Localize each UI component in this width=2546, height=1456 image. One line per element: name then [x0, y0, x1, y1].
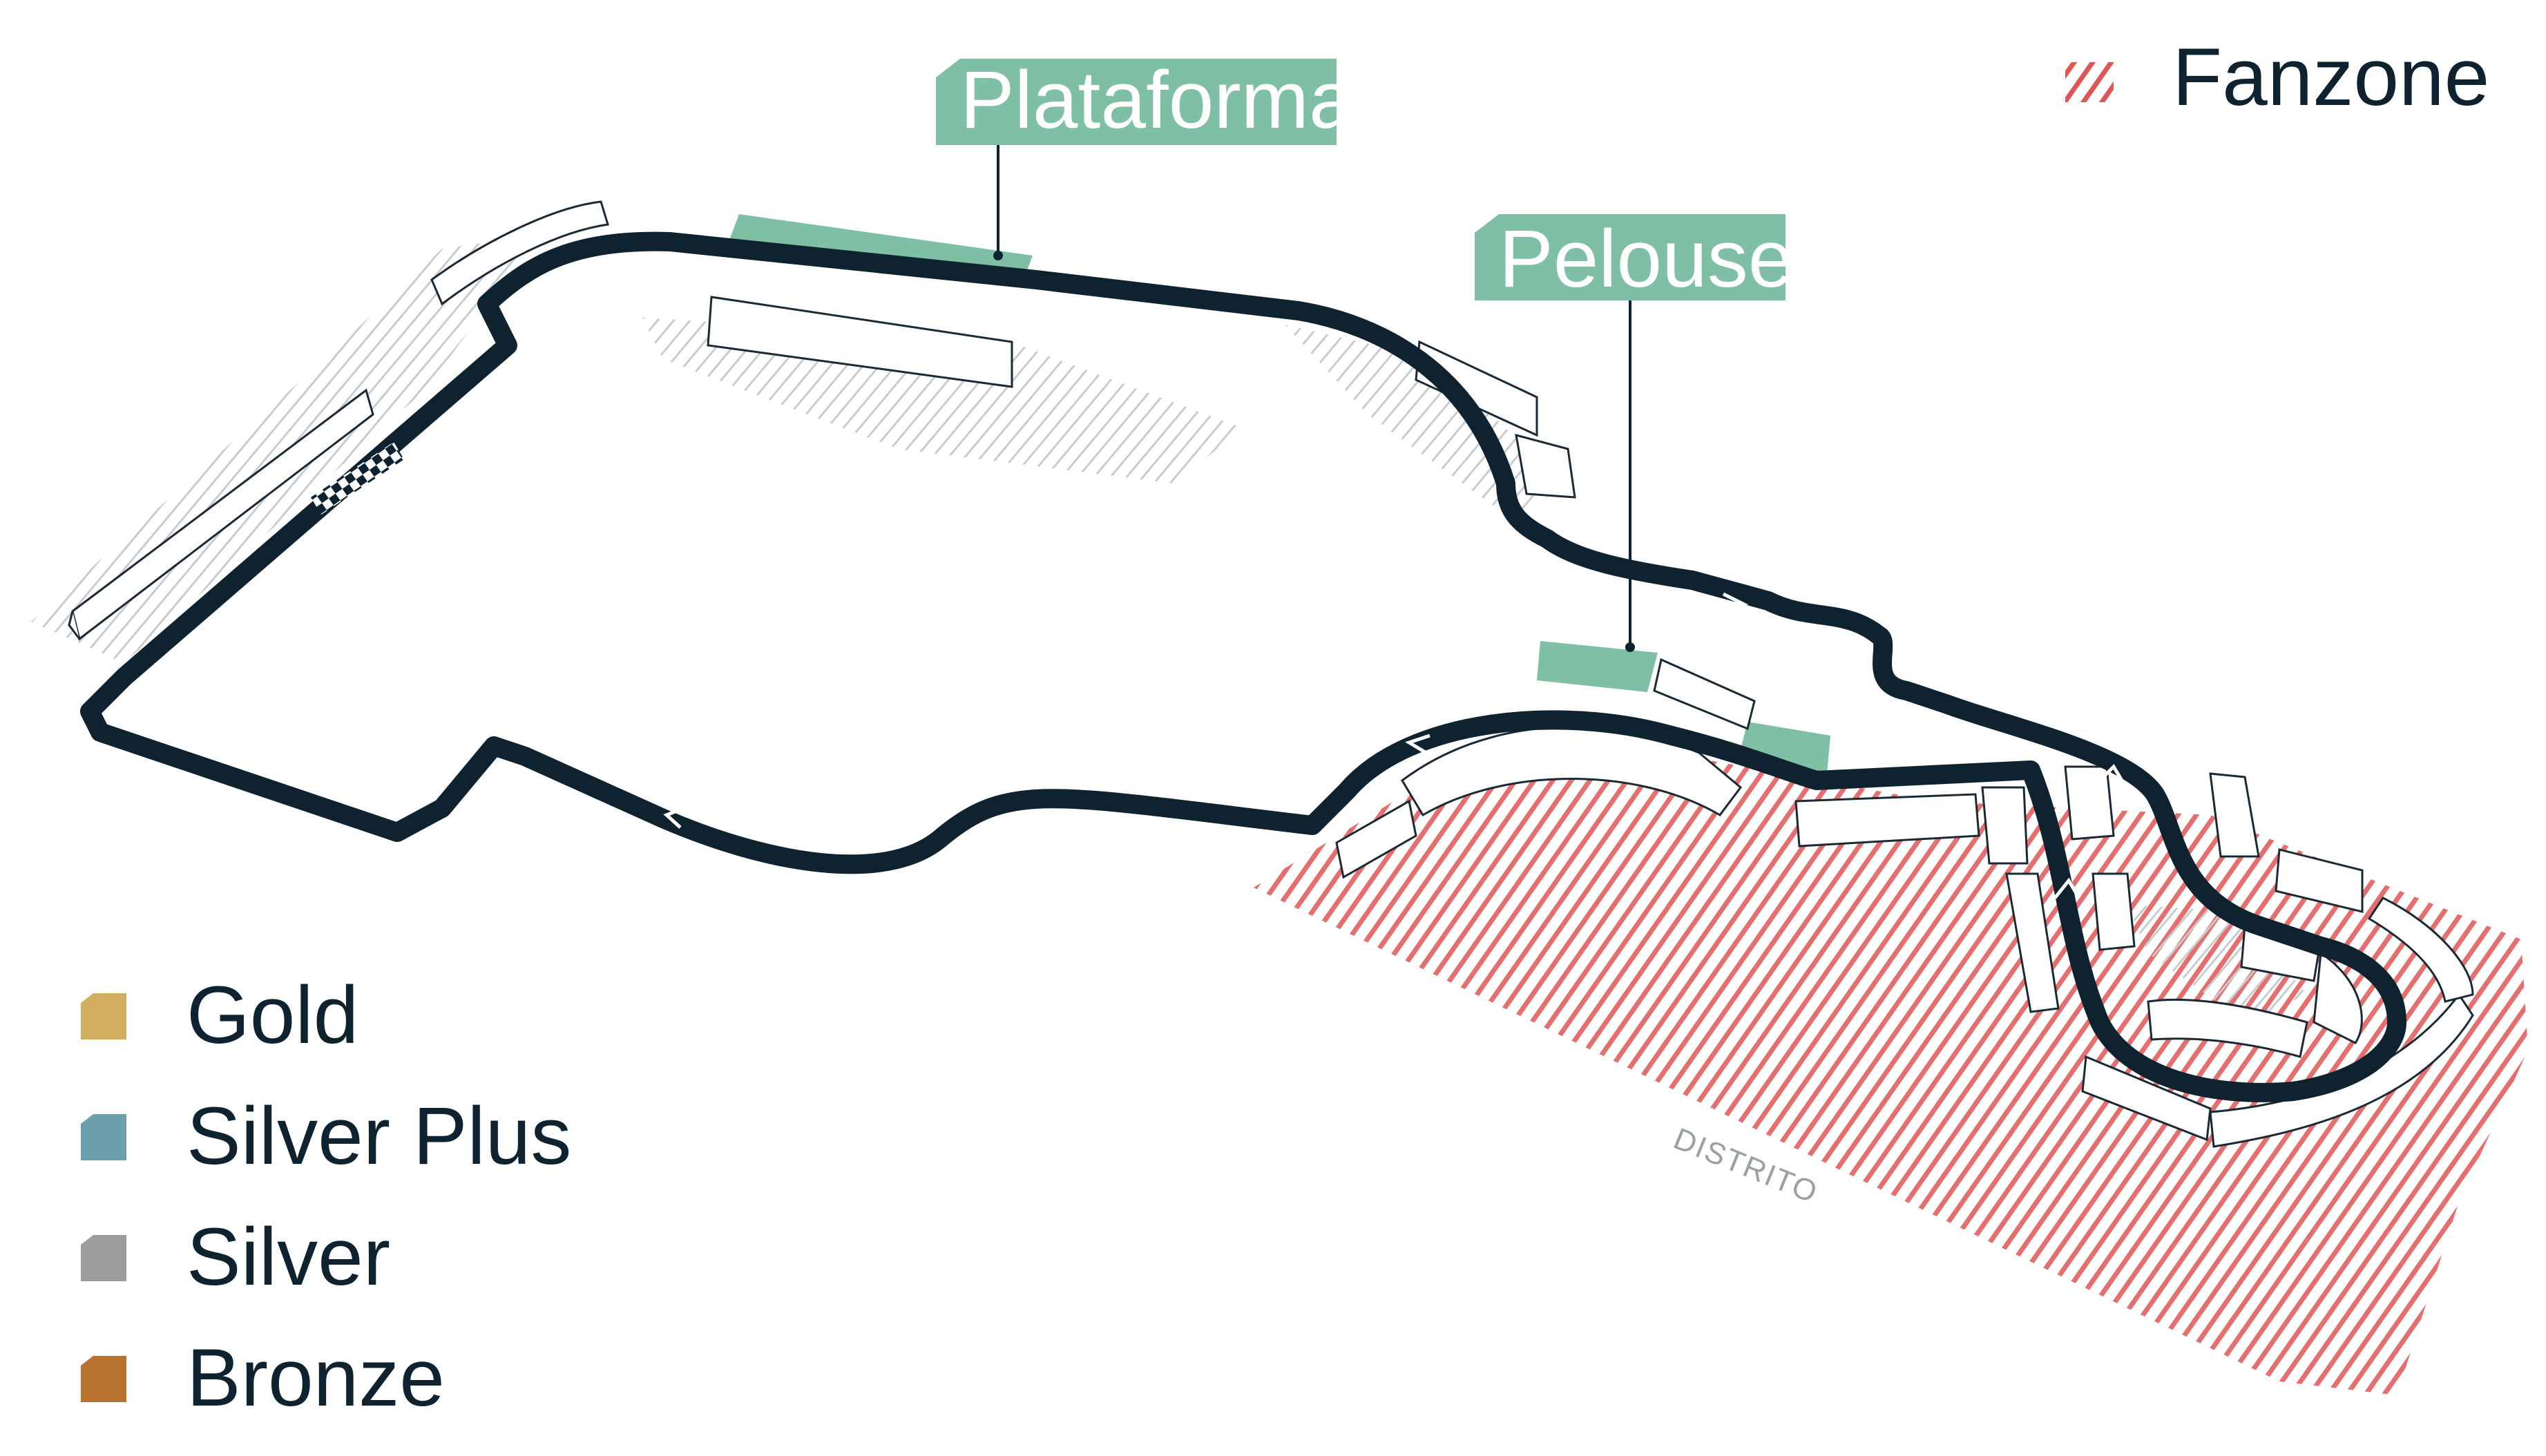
fanzone-label: Fanzone	[2172, 32, 2489, 123]
legend-label: Gold	[186, 970, 358, 1061]
spectator-zone-grey	[1285, 325, 1561, 525]
legend-item-bronze: Bronze	[81, 1332, 445, 1424]
direction-arrow	[1405, 734, 1430, 755]
direction-arrow	[1721, 592, 1749, 615]
legend-label: Silver	[186, 1211, 390, 1303]
direction-arrow	[1124, 314, 1156, 335]
legend-item-silver: Silver	[81, 1211, 390, 1303]
gold-swatch	[81, 993, 126, 1040]
silver-swatch	[81, 1235, 126, 1281]
fanzone-swatch	[2065, 62, 2114, 102]
pelouse-platform	[1537, 641, 1658, 692]
spectator-zone-grey	[642, 318, 1243, 483]
ticket-legend: Gold Silver Plus Silver Bronze	[81, 970, 571, 1424]
pelouse-label: Pelouse	[1499, 213, 1793, 305]
legend-item-silver-plus: Silver Plus	[81, 1091, 571, 1182]
bronze-swatch	[81, 1356, 126, 1402]
direction-arrow	[2095, 763, 2126, 785]
direction-arrow	[663, 806, 685, 829]
fanzone-legend: Fanzone	[2065, 32, 2489, 123]
grandstand-buildings	[68, 200, 2474, 1148]
plataforma-label: Plataforma	[960, 55, 1355, 146]
legend-item-gold: Gold	[81, 970, 358, 1061]
pelouse-tag: Pelouse	[1475, 213, 1793, 652]
legend-label: Silver Plus	[186, 1091, 571, 1182]
legend-label: Bronze	[186, 1332, 445, 1424]
direction-arrow	[2054, 877, 2081, 899]
start-finish-line	[311, 442, 404, 515]
pelouse-platform	[1741, 722, 1830, 774]
plataforma-tag: Plataforma	[936, 55, 1355, 260]
race-track	[80, 231, 2406, 1102]
silver-plus-swatch	[81, 1114, 126, 1160]
spectator-zone-grey	[2127, 905, 2307, 1022]
